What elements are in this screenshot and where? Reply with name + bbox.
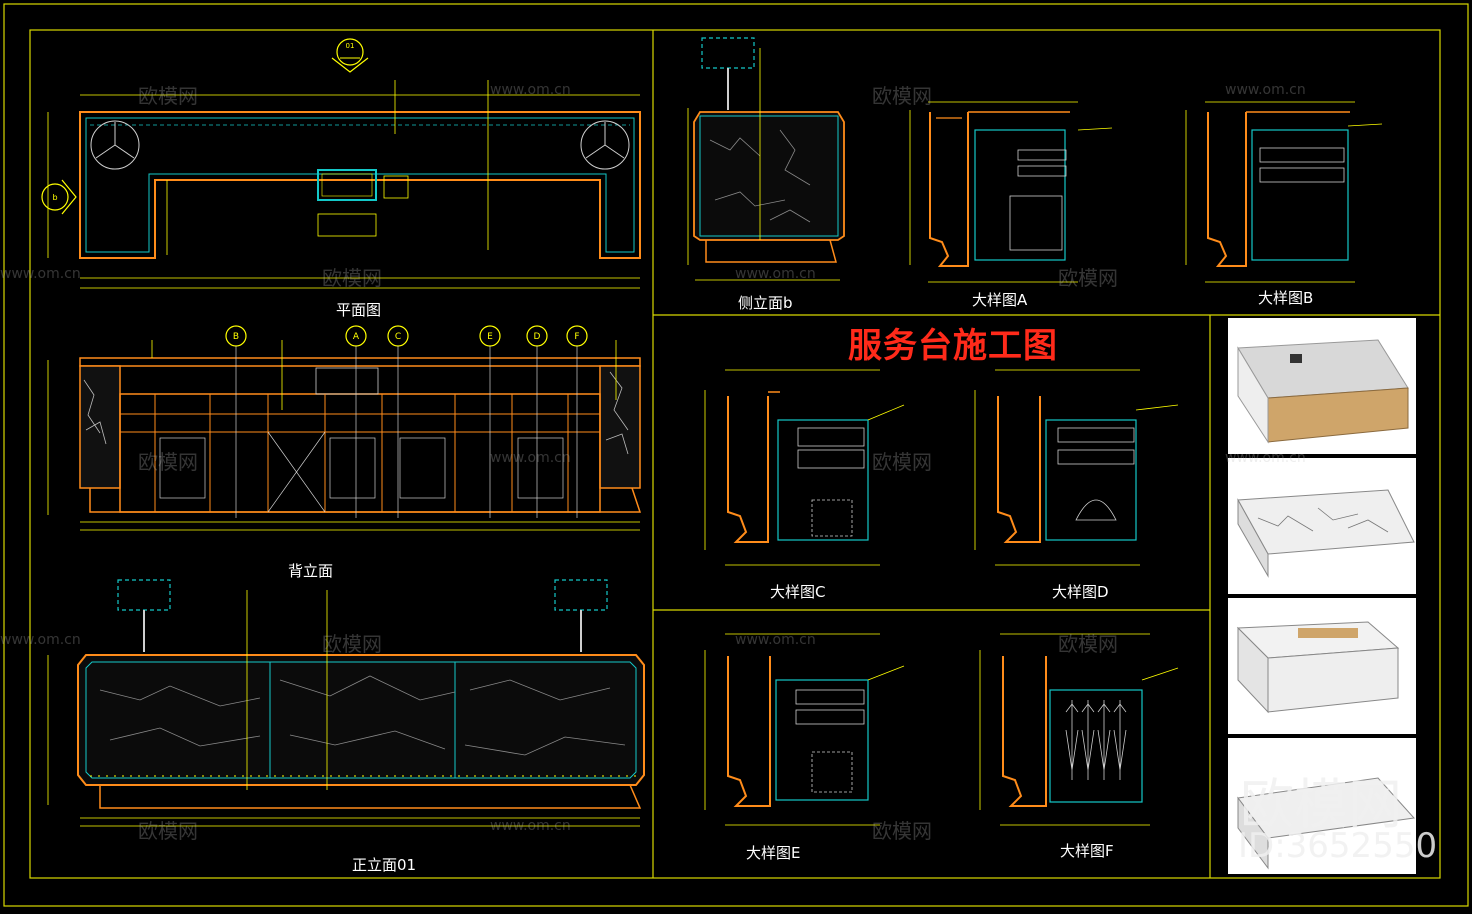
section-marker-f: F	[574, 332, 579, 342]
detail-c-label: 大样图C	[770, 583, 826, 601]
side-elevation-label: 侧立面b	[738, 294, 793, 312]
section-marker-e: E	[487, 332, 493, 342]
render-3-svg	[1236, 621, 1400, 714]
detail-a	[909, 101, 1113, 283]
watermark-logo-6: 欧模网	[872, 450, 932, 474]
detail-d	[974, 369, 1179, 566]
watermark-url-8: www.om.cn	[735, 632, 816, 648]
section-marker-b: B	[233, 332, 239, 342]
front-elevation-label: 正立面01	[352, 856, 417, 874]
watermark-id: ID:3652550	[1238, 826, 1438, 866]
detail-f-label: 大样图F	[1060, 842, 1114, 860]
plan-label: 平面图	[336, 301, 382, 319]
watermark-url-2: www.om.cn	[1225, 82, 1306, 98]
detail-a-label: 大样图A	[972, 291, 1028, 309]
watermark-logo-5: 欧模网	[138, 450, 198, 474]
render-thumb-4	[1228, 738, 1416, 874]
watermark-url-1: www.om.cn	[490, 82, 571, 98]
detail-b-label: 大样图B	[1258, 289, 1314, 307]
section-marker-d: D	[534, 332, 541, 342]
detail-b	[1185, 101, 1383, 283]
render-1-svg	[1237, 339, 1409, 444]
section-marker-a: A	[353, 332, 360, 342]
render-2-svg	[1237, 489, 1415, 578]
watermark-url-9: www.om.cn	[490, 818, 571, 834]
watermark-logo-3: 欧模网	[322, 266, 382, 290]
section-marker-c: C	[395, 332, 401, 342]
sheet-outer-border	[3, 3, 1469, 907]
watermark-logo-1: 欧模网	[138, 84, 198, 108]
render-4-svg	[1237, 777, 1416, 870]
watermark-url-6: www.om.cn	[1225, 450, 1306, 466]
watermark-url-5: www.om.cn	[490, 450, 571, 466]
watermark-logo-4: 欧模网	[1058, 266, 1118, 290]
render-thumb-2	[1228, 458, 1416, 594]
watermark-logo-7: 欧模网	[322, 632, 382, 656]
plan-marker-top: 01	[346, 42, 355, 50]
detail-e	[704, 633, 905, 826]
render-thumb-1	[1228, 318, 1416, 454]
watermark-logo-9: 欧模网	[138, 819, 198, 843]
side-view-marker	[41, 183, 69, 211]
watermark-url-3: www.om.cn	[0, 266, 81, 282]
watermark-logo-large: 欧模网	[1240, 773, 1402, 836]
watermark-logo-2: 欧模网	[872, 84, 932, 108]
watermark-logo-10: 欧模网	[872, 819, 932, 843]
watermark-logo-8: 欧模网	[1058, 632, 1118, 656]
detail-d-label: 大样图D	[1052, 583, 1109, 601]
watermark-url-7: www.om.cn	[0, 632, 81, 648]
sheet-inner-border	[29, 29, 1441, 879]
plan-marker-left: b	[52, 193, 57, 202]
drawing-title: 服务台施工图	[848, 326, 1058, 366]
front-elevation	[47, 579, 645, 827]
section-markers	[225, 325, 588, 518]
detail-c	[704, 369, 905, 566]
detail-f	[979, 633, 1179, 826]
render-thumb-3	[1228, 598, 1416, 734]
plan-view: 01 b	[41, 38, 641, 289]
detail-e-label: 大样图E	[746, 844, 801, 862]
back-elevation	[47, 340, 642, 531]
side-elevation	[687, 37, 845, 281]
back-elevation-label: 背立面	[288, 562, 334, 580]
watermark-url-4: www.om.cn	[735, 266, 816, 282]
plan-view-marker	[336, 38, 364, 66]
